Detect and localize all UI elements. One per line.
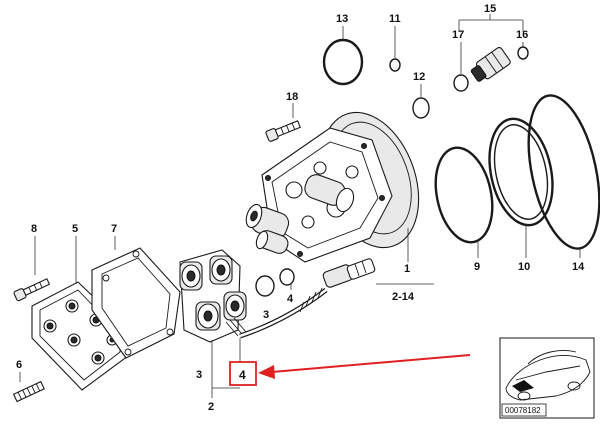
- ring-part-16[interactable]: [517, 46, 529, 60]
- callout-6[interactable]: 6: [16, 359, 22, 371]
- bolt-part-18[interactable]: [265, 119, 301, 142]
- callout-15[interactable]: 15: [484, 3, 496, 15]
- ring-part-17[interactable]: [453, 74, 469, 92]
- sensor-cable-part-4[interactable]: [239, 258, 376, 339]
- ring-part-12[interactable]: [412, 97, 430, 119]
- car-silhouette-icon: [505, 350, 591, 401]
- leader-lines: [19, 14, 581, 398]
- ring-part-13[interactable]: [322, 38, 364, 86]
- pump-body-part-1[interactable]: [243, 99, 436, 263]
- callout-3[interactable]: 3: [196, 369, 202, 381]
- ring-part-14[interactable]: [516, 89, 600, 255]
- inset-code: 00078182: [505, 406, 541, 415]
- callout-5[interactable]: 5: [72, 223, 78, 235]
- vehicle-inset: 00078182: [499, 337, 595, 419]
- screw-part-8[interactable]: [13, 277, 51, 302]
- ring-part-10[interactable]: [480, 113, 561, 231]
- ring-part-9[interactable]: [428, 142, 501, 247]
- callout-18[interactable]: 18: [286, 91, 298, 103]
- callout-9[interactable]: 9: [474, 261, 480, 273]
- valve-part-15[interactable]: [469, 46, 512, 84]
- callout-14[interactable]: 14: [572, 261, 585, 273]
- callout-8[interactable]: 8: [31, 223, 37, 235]
- gasket-part-7[interactable]: [91, 247, 181, 359]
- callout-4-upper[interactable]: 4: [287, 293, 294, 305]
- callout-16[interactable]: 16: [516, 29, 528, 41]
- callout-17[interactable]: 17: [452, 29, 464, 41]
- callout-4-highlighted: 4: [239, 368, 246, 382]
- callout-2-14[interactable]: 2-14: [392, 291, 415, 303]
- callout-11[interactable]: 11: [389, 13, 401, 25]
- red-pointer-arrow: [258, 354, 471, 379]
- highlighted-callout-4[interactable]: 4: [229, 361, 257, 386]
- callout-labels: 13 11 15 17 16 12 18 9 10 14 1 2-14 8 5 …: [16, 3, 585, 413]
- washer-part-11[interactable]: [389, 58, 401, 72]
- callout-2[interactable]: 2: [208, 401, 214, 413]
- callout-1[interactable]: 1: [404, 263, 410, 275]
- stud-part-6[interactable]: [12, 380, 45, 403]
- callout-12[interactable]: 12: [413, 71, 425, 83]
- valve-block-part-2[interactable]: [179, 249, 247, 343]
- callout-7[interactable]: 7: [111, 223, 117, 235]
- callout-3-upper[interactable]: 3: [263, 309, 269, 321]
- callout-13[interactable]: 13: [336, 13, 348, 25]
- ring-part-4-small[interactable]: [255, 268, 295, 297]
- callout-10[interactable]: 10: [518, 261, 530, 273]
